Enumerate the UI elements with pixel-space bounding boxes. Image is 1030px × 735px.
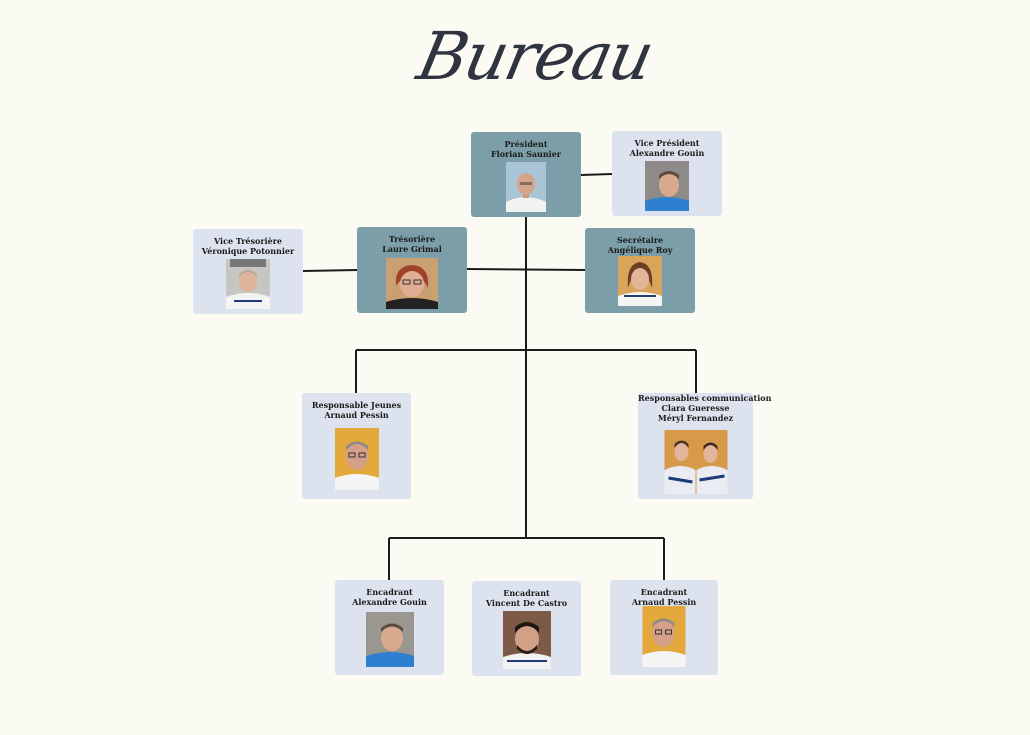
member-name: Alexandre Gouin <box>352 597 427 607</box>
member-card-secretaire: Secrétaire Angélique Roy <box>585 228 695 313</box>
member-card-vice-president: Vice Président Alexandre Gouin <box>612 131 722 216</box>
member-name: Méryl Fernandez <box>657 413 734 423</box>
member-name: Véronique Potonnier <box>201 246 295 256</box>
member-role: Encadrant <box>640 587 688 597</box>
member-name: Alexandre Gouin <box>629 148 705 158</box>
member-card-responsable-jeunes: Responsable Jeunes Arnaud Pessin <box>302 393 411 499</box>
member-role: Secrétaire <box>616 235 664 245</box>
member-photo <box>618 256 662 306</box>
member-card-encadrant-3: Encadrant Arnaud Pessin <box>610 580 718 675</box>
member-name: Clara Gueresse <box>661 403 730 413</box>
member-card-tresoriere: Trésorière Laure Grimal <box>357 227 467 313</box>
member-photo <box>506 162 546 212</box>
member-role: Responsables communication <box>638 393 772 403</box>
member-name: Florian Saunier <box>490 149 562 159</box>
member-name: Angélique Roy <box>607 245 673 255</box>
member-card-encadrant-1: Encadrant Alexandre Gouin <box>335 580 444 675</box>
member-name: Arnaud Pessin <box>324 410 389 420</box>
member-photo <box>386 258 438 309</box>
member-photo <box>502 611 551 669</box>
member-name: Arnaud Pessin <box>631 597 697 607</box>
member-role: Vice Trésorière <box>213 236 282 246</box>
member-card-president: Président Florian Saunier <box>471 132 581 217</box>
member-role: Président <box>504 139 548 149</box>
member-card-encadrant-2: Encadrant Vincent De Castro <box>472 581 581 676</box>
member-photo <box>365 612 414 667</box>
member-photo <box>645 161 689 211</box>
member-role: Encadrant <box>366 587 413 597</box>
connector-vice-tresoriere-tresoriere <box>302 269 358 272</box>
member-photo <box>334 428 379 490</box>
member-name: Vincent De Castro <box>485 598 568 608</box>
member-card-vice-tresoriere: Vice Trésorière Véronique Potonnier <box>193 229 303 314</box>
member-card-responsables-communication: Responsables communication Clara Gueress… <box>638 393 772 499</box>
member-role: Responsable Jeunes <box>311 400 402 410</box>
member-name: Laure Grimal <box>382 244 442 254</box>
member-photo <box>664 430 727 494</box>
connector-president-vice-president <box>580 173 613 176</box>
member-role: Trésorière <box>388 234 436 244</box>
member-role: Encadrant <box>503 588 550 598</box>
member-photo <box>226 259 270 309</box>
member-role: Vice Président <box>634 138 700 148</box>
member-photo <box>642 606 686 667</box>
connector-tresoriere-secretaire <box>466 268 586 271</box>
